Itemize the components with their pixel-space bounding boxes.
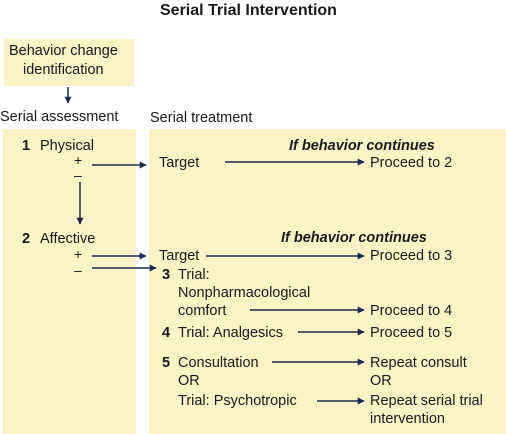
row3-line3: comfort: [178, 303, 227, 319]
serial-treatment-panel: [149, 129, 506, 434]
row4-number: 4: [162, 325, 171, 341]
step1-label: Physical: [40, 138, 94, 154]
row4-proceed: Proceed to 5: [370, 325, 453, 341]
row5-trial-psychotropic: Trial: Psychotropic: [178, 393, 297, 409]
step2-minus: –: [74, 262, 82, 278]
step1-number: 1: [22, 138, 31, 154]
step1-minus: –: [74, 167, 82, 183]
row3-line1: Trial:: [178, 267, 210, 283]
step2-number: 2: [22, 231, 31, 247]
row2-target: Target: [159, 248, 200, 264]
behavior-change-line1: Behavior change: [9, 43, 118, 59]
row1-if-behavior-continues: If behavior continues: [289, 138, 435, 154]
row5-repeat-or: OR: [370, 373, 392, 389]
row5-or: OR: [178, 373, 200, 389]
row3-number: 3: [162, 267, 171, 283]
diagram-title: Serial Trial Intervention: [160, 2, 337, 19]
row3-proceed: Proceed to 4: [370, 303, 453, 319]
row4-label: Trial: Analgesics: [178, 325, 284, 341]
behavior-change-box: [4, 39, 134, 86]
row2-proceed: Proceed to 3: [370, 248, 453, 264]
row2-if-behavior-continues: If behavior continues: [281, 230, 427, 246]
row5-repeat-serial-trial: Repeat serial trial: [370, 393, 483, 409]
step1-plus: +: [74, 152, 83, 168]
row5-consultation: Consultation: [178, 355, 259, 371]
serial-assessment-panel: [3, 129, 136, 434]
row5-intervention: intervention: [370, 411, 445, 427]
behavior-change-line2: identification: [23, 62, 104, 78]
row3-line2: Nonpharmacological: [178, 285, 311, 301]
row1-proceed: Proceed to 2: [370, 155, 453, 171]
row1-target: Target: [159, 155, 200, 171]
row5-number: 5: [162, 355, 171, 371]
step2-label: Affective: [40, 231, 96, 247]
serial-assessment-header: Serial assessment: [0, 109, 119, 125]
step2-plus: +: [74, 246, 83, 262]
serial-treatment-header: Serial treatment: [150, 110, 253, 126]
row5-repeat-consult: Repeat consult: [370, 355, 467, 371]
